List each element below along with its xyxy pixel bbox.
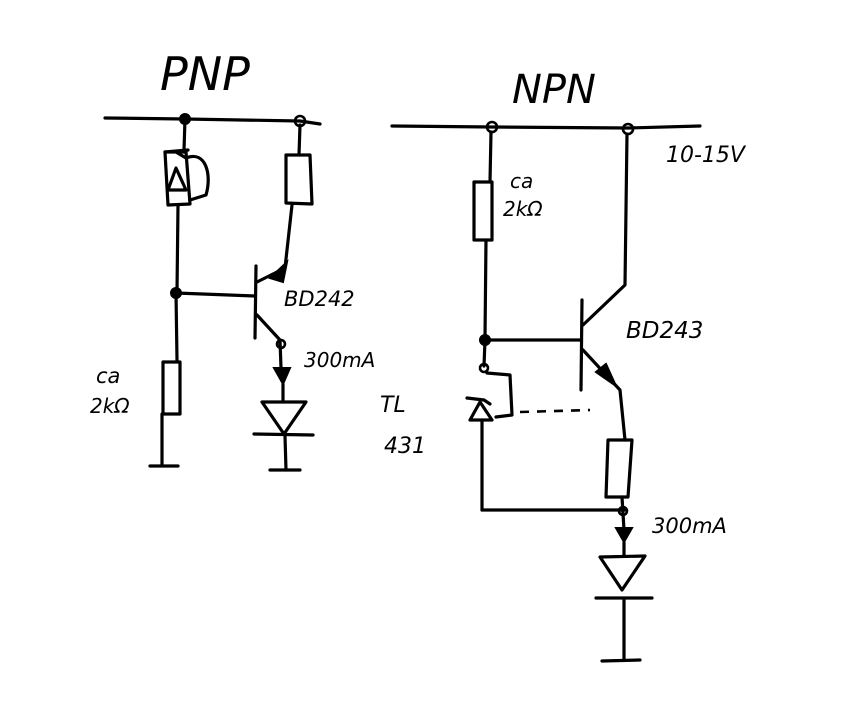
npn-tl431-node [478,362,490,374]
npn-tl431-ref-dashed [519,408,591,414]
pnp-transistor-label: BD242 [284,287,355,311]
pnp-emitter-wire [283,203,294,270]
npn-resistor-wire-bottom [483,238,488,340]
pnp-emitter-arrow [268,259,289,284]
pnp-zener-wire-bottom [175,203,180,294]
pnp-zener-body [163,150,192,207]
npn-collector-lead [581,132,629,327]
pnp-resistor-prefix: ca [96,364,120,388]
npn-tl431-bar [465,396,492,406]
npn-regulator-line1: TL [380,393,406,418]
pnp-diode-triangle [260,400,308,436]
npn-emitter-arrow [594,362,619,389]
pnp-circuit: PNP BD242 300mA ca 2kΩ [90,47,375,472]
pnp-title: PNP [160,47,250,101]
pnp-supply-rail [103,116,322,126]
npn-regulator-line2: 431 [384,434,426,459]
npn-resistor-wire-top [488,130,493,184]
npn-current-arrow [614,527,634,545]
npn-title: NPN [512,67,596,113]
pnp-bottom-resistor-wire [174,291,179,362]
npn-resistor-value: 2kΩ [503,197,543,221]
pnp-resistor-value: 2kΩ [90,394,130,418]
npn-output-node [617,505,629,517]
npn-resistor-prefix: ca [510,169,533,193]
npn-transistor-base-bar [579,298,584,392]
npn-supply-rail [390,124,702,130]
pnp-resistor-wire-top [297,123,302,157]
npn-emitter-lead [581,348,627,442]
pnp-current-label: 300mA [304,348,375,372]
pnp-zener-arrow [166,166,188,192]
pnp-transistor-base-bar [253,264,258,340]
pnp-current-arrow [272,367,292,387]
pnp-diode-ground-wire [283,434,288,472]
pnp-collector-node [275,338,287,350]
pnp-base-wire [174,291,257,298]
pnp-diode-bar [252,432,315,437]
npn-supply-label: 10-15V [666,143,747,168]
npn-ground [600,658,642,663]
pnp-zener-wire-top [182,117,187,152]
npn-emitter-resistor-wire [620,495,626,532]
npn-tl431-ref-box [485,371,514,419]
npn-emitter-resistor [604,438,634,499]
npn-transistor-label: BD243 [626,318,703,344]
pnp-emitter-resistor [284,153,314,206]
pnp-zener-adjust-arc [184,154,210,202]
pnp-bottom-resistor [161,360,182,416]
npn-circuit: NPN 10-15V ca 2kΩ BD243 TL 431 300mA [380,67,747,663]
npn-resistor [472,180,494,242]
npn-diode-triangle [598,554,647,592]
npn-tl431-wire-top [482,338,487,368]
npn-current-label: 300mA [652,514,727,538]
